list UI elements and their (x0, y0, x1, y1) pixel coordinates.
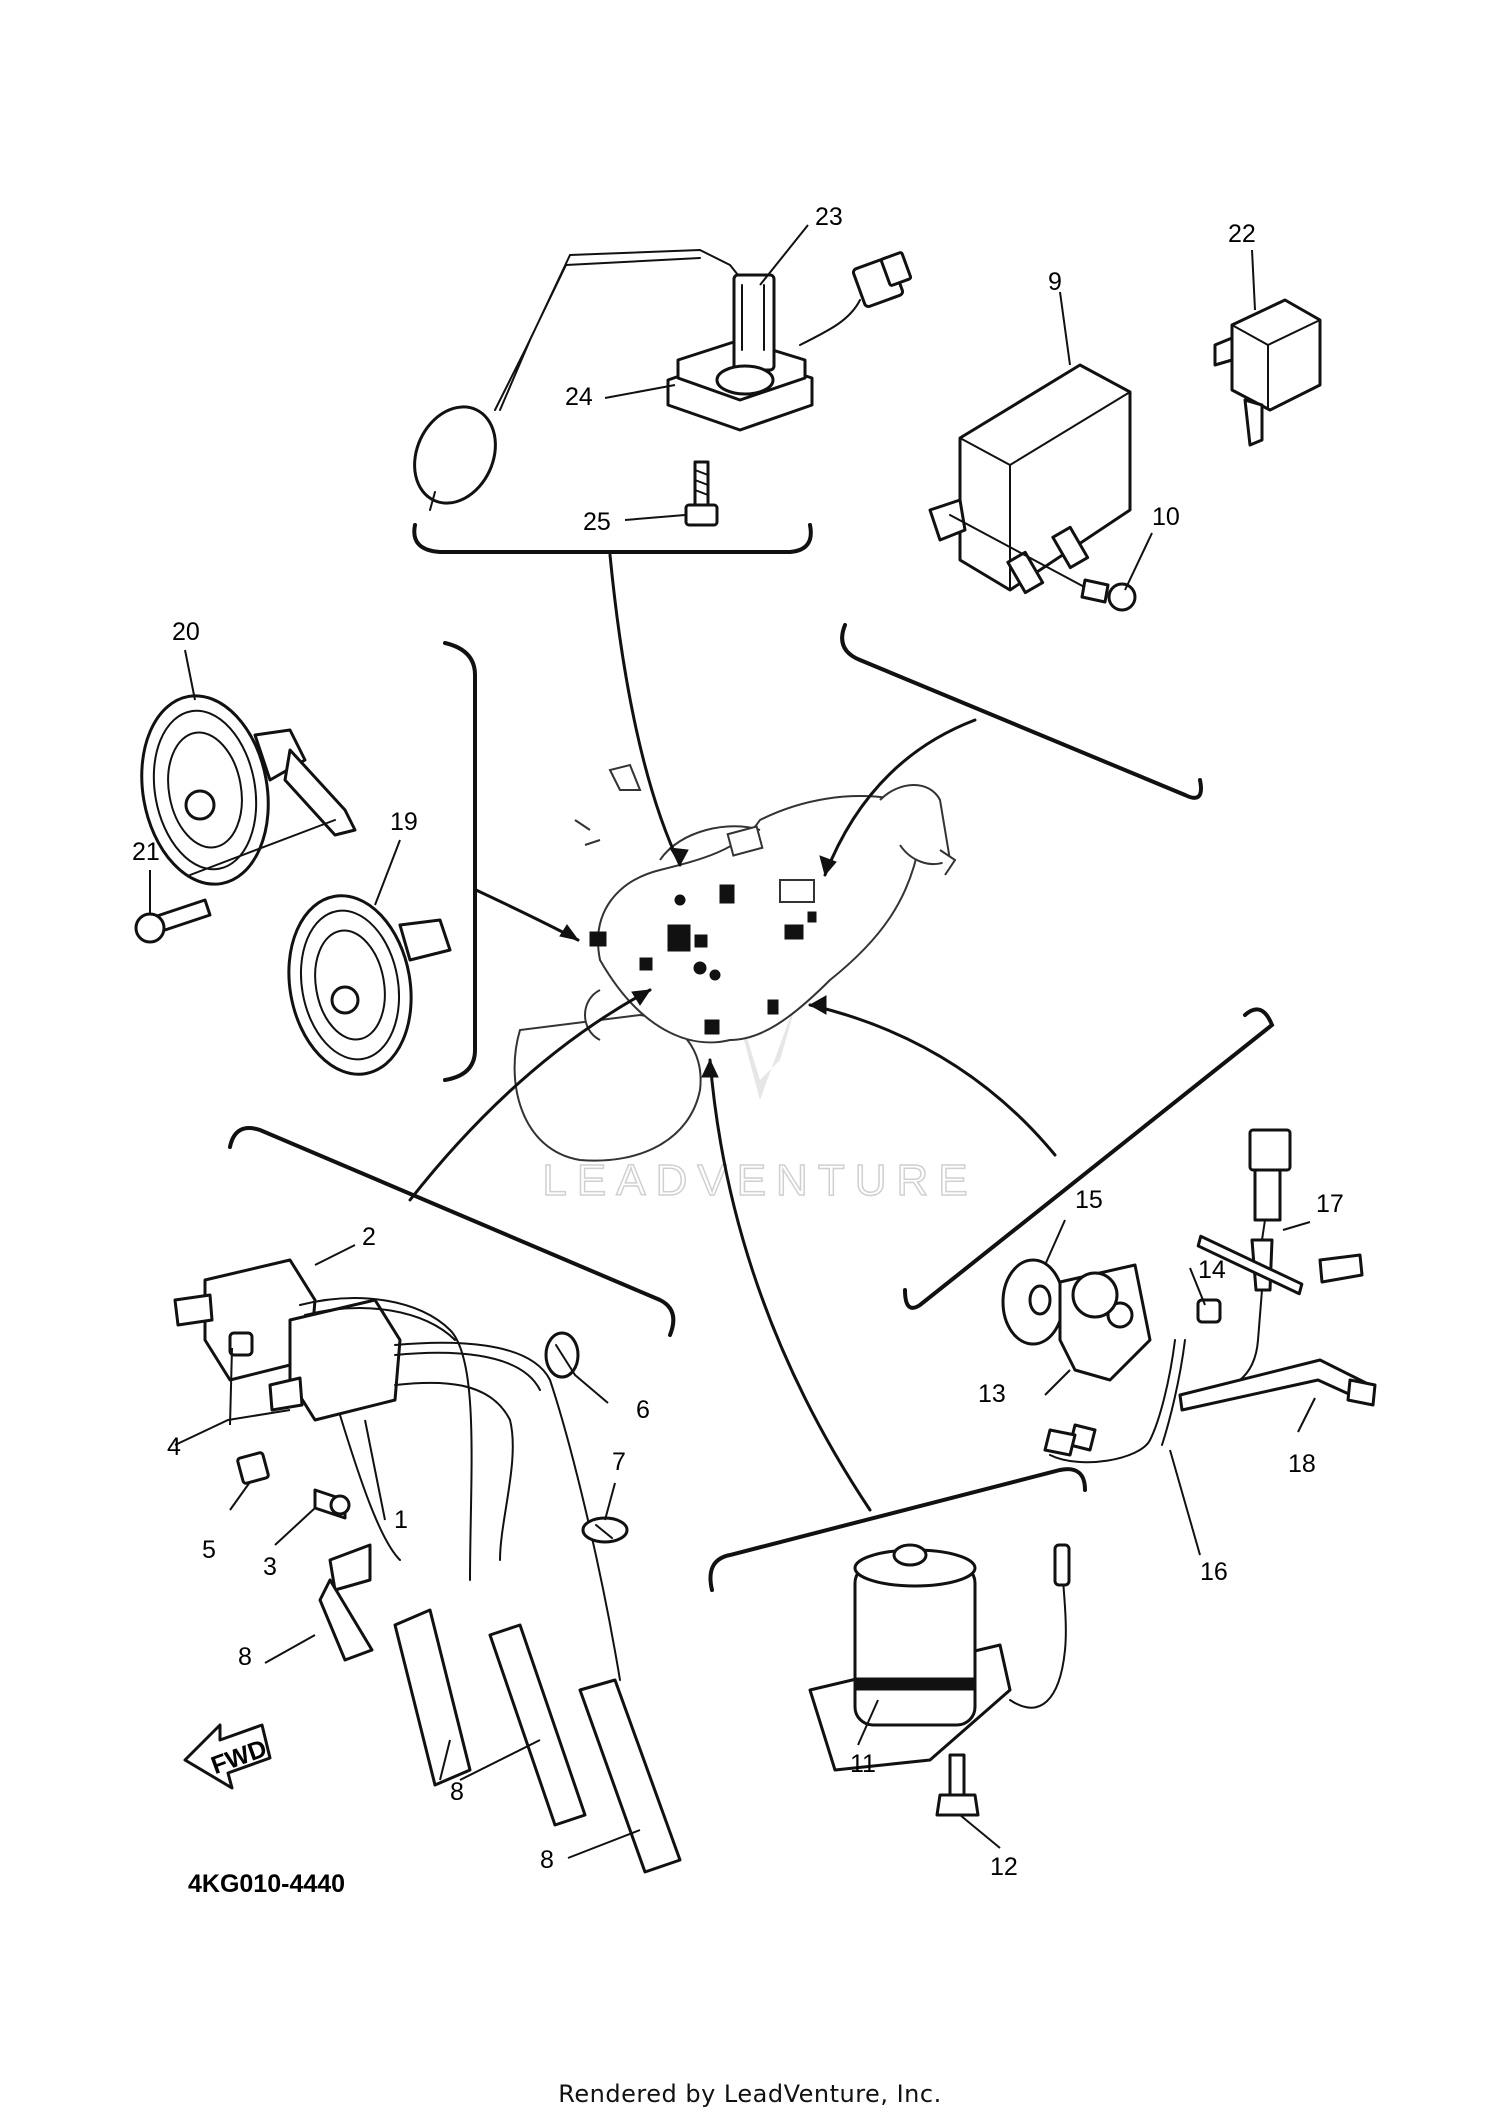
sensor-group (1001, 1128, 1377, 1464)
callout-2: 2 (362, 1223, 376, 1251)
callout-8-b: 8 (450, 1778, 464, 1806)
callout-21: 21 (132, 838, 160, 866)
forward-direction-arrow: FWD (183, 1723, 272, 1790)
callout-labels: 1 2 3 4 5 6 7 8 8 8 9 10 11 12 13 14 15 … (132, 203, 1344, 1898)
callout-10: 10 (1152, 503, 1180, 531)
callout-25: 25 (583, 508, 611, 536)
callout-19: 19 (390, 808, 418, 836)
watermark-text: LEADVENTURE (542, 1156, 977, 1205)
callout-13: 13 (978, 1380, 1006, 1408)
callout-9: 9 (1048, 268, 1062, 296)
callout-17: 17 (1316, 1190, 1344, 1218)
horn-group (134, 694, 452, 1076)
callout-22: 22 (1228, 220, 1256, 248)
callout-16: 16 (1200, 1558, 1228, 1586)
callout-20: 20 (172, 618, 200, 646)
callout-leader-lines (149, 224, 1316, 1859)
fuel-level-sender-group (413, 249, 913, 527)
callout-4: 4 (167, 1433, 181, 1461)
callout-15: 15 (1075, 1186, 1103, 1214)
callout-12: 12 (990, 1853, 1018, 1881)
callout-1: 1 (394, 1506, 408, 1534)
diagram-code: 4KG010-4440 (188, 1870, 345, 1898)
callout-6: 6 (636, 1396, 650, 1424)
rendered-by-footer: Rendered by LeadVenture, Inc. (558, 2080, 942, 2108)
starter-relay-group (808, 1543, 1071, 1817)
callout-14: 14 (1198, 1256, 1226, 1284)
ignitor-unit-group (928, 363, 1137, 612)
relay-group (1213, 298, 1322, 447)
callout-23: 23 (815, 203, 843, 231)
callout-3: 3 (263, 1553, 277, 1581)
callout-8-c: 8 (540, 1846, 554, 1874)
motorcycle-frame-outline (513, 763, 957, 1162)
callout-24: 24 (565, 383, 593, 411)
group-bracket-lines (228, 523, 1275, 1592)
callout-8-a: 8 (238, 1643, 252, 1671)
leadventure-watermark: LEADVENTURE (542, 950, 977, 1206)
callout-11: 11 (850, 1750, 876, 1778)
ignition-coil-group (173, 1258, 682, 1874)
callout-7: 7 (612, 1448, 626, 1476)
callout-5: 5 (202, 1536, 216, 1564)
callout-18: 18 (1288, 1450, 1316, 1478)
